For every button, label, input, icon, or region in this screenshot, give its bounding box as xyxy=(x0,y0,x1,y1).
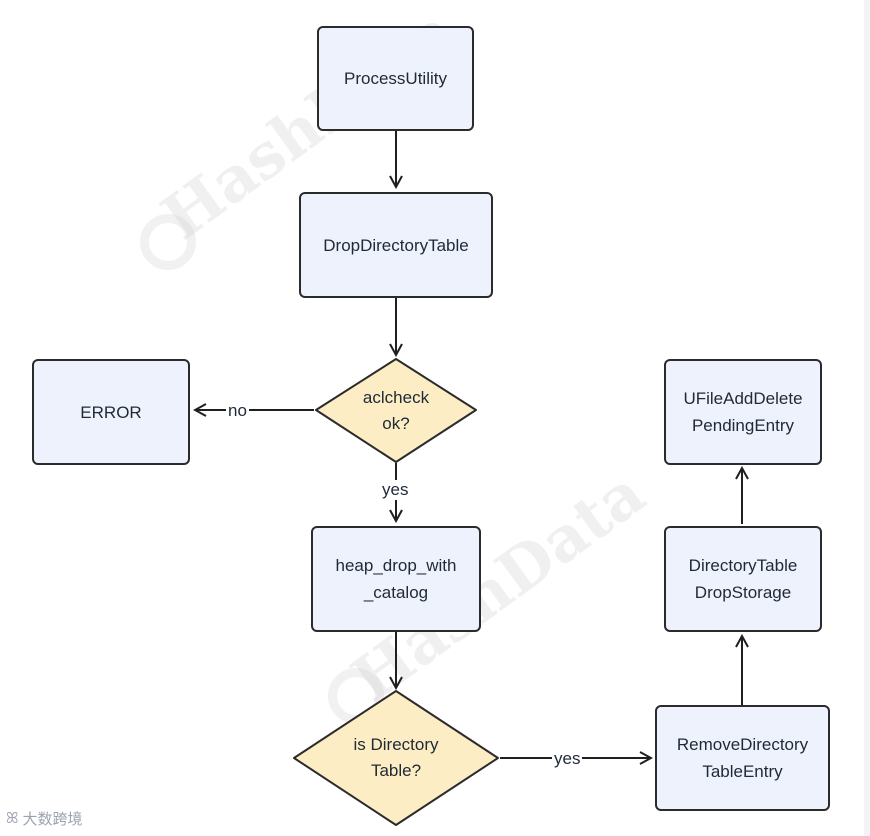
node-error: ERROR xyxy=(32,359,190,465)
node-error-label: ERROR xyxy=(80,402,142,422)
node-ufile-line-1: UFileAddDelete xyxy=(683,389,803,408)
page-edge-strip xyxy=(864,0,870,836)
node-process-utility-label: ProcessUtility xyxy=(344,69,447,88)
node-heap-drop-line-2: _catalog xyxy=(363,583,429,602)
node-directory-table-drop-storage: DirectoryTable DropStorage xyxy=(664,526,822,632)
decision-is-directory-line-1: is Directory xyxy=(353,735,439,754)
node-process-utility: ProcessUtility xyxy=(317,26,474,131)
footer-brand: ꕤ 大数跨境 xyxy=(6,808,83,829)
node-ufile-add-delete-pending-entry: UFileAddDelete PendingEntry xyxy=(664,359,822,465)
decision-aclcheck-shape xyxy=(315,358,477,463)
node-drop-directory-table-label: DropDirectoryTable xyxy=(323,235,469,255)
brand-logo-icon: ꕤ xyxy=(6,810,19,827)
node-heap-drop-with-catalog: heap_drop_with _catalog xyxy=(311,526,481,632)
node-remove-directory-line-1: RemoveDirectory xyxy=(676,735,809,754)
node-remove-directory-line-2: TableEntry xyxy=(702,762,783,781)
edge-label-yes-aclcheck: yes xyxy=(380,480,411,500)
node-drop-storage-line-1: DirectoryTable xyxy=(688,556,798,575)
decision-is-directory-label: is Directory Table? xyxy=(326,732,466,784)
node-heap-drop-line-1: heap_drop_with xyxy=(335,556,457,575)
node-drop-storage-line-2: DropStorage xyxy=(694,583,792,602)
node-ufile-line-2: PendingEntry xyxy=(691,416,795,435)
edge-label-yes-isdirectory: yes xyxy=(552,749,583,769)
decision-is-directory-shape xyxy=(293,690,499,826)
brand-name: 大数跨境 xyxy=(22,811,83,828)
edge-label-no: no xyxy=(226,401,249,421)
decision-aclcheck-line-2: ok? xyxy=(382,414,410,433)
node-remove-directory-table-entry: RemoveDirectory TableEntry xyxy=(655,705,830,811)
decision-aclcheck-line-1: aclcheck xyxy=(362,388,430,407)
decision-is-directory-line-2: Table? xyxy=(370,761,422,780)
decision-aclcheck-label: aclcheck ok? xyxy=(336,385,456,437)
node-drop-directory-table: DropDirectoryTable xyxy=(299,192,493,298)
